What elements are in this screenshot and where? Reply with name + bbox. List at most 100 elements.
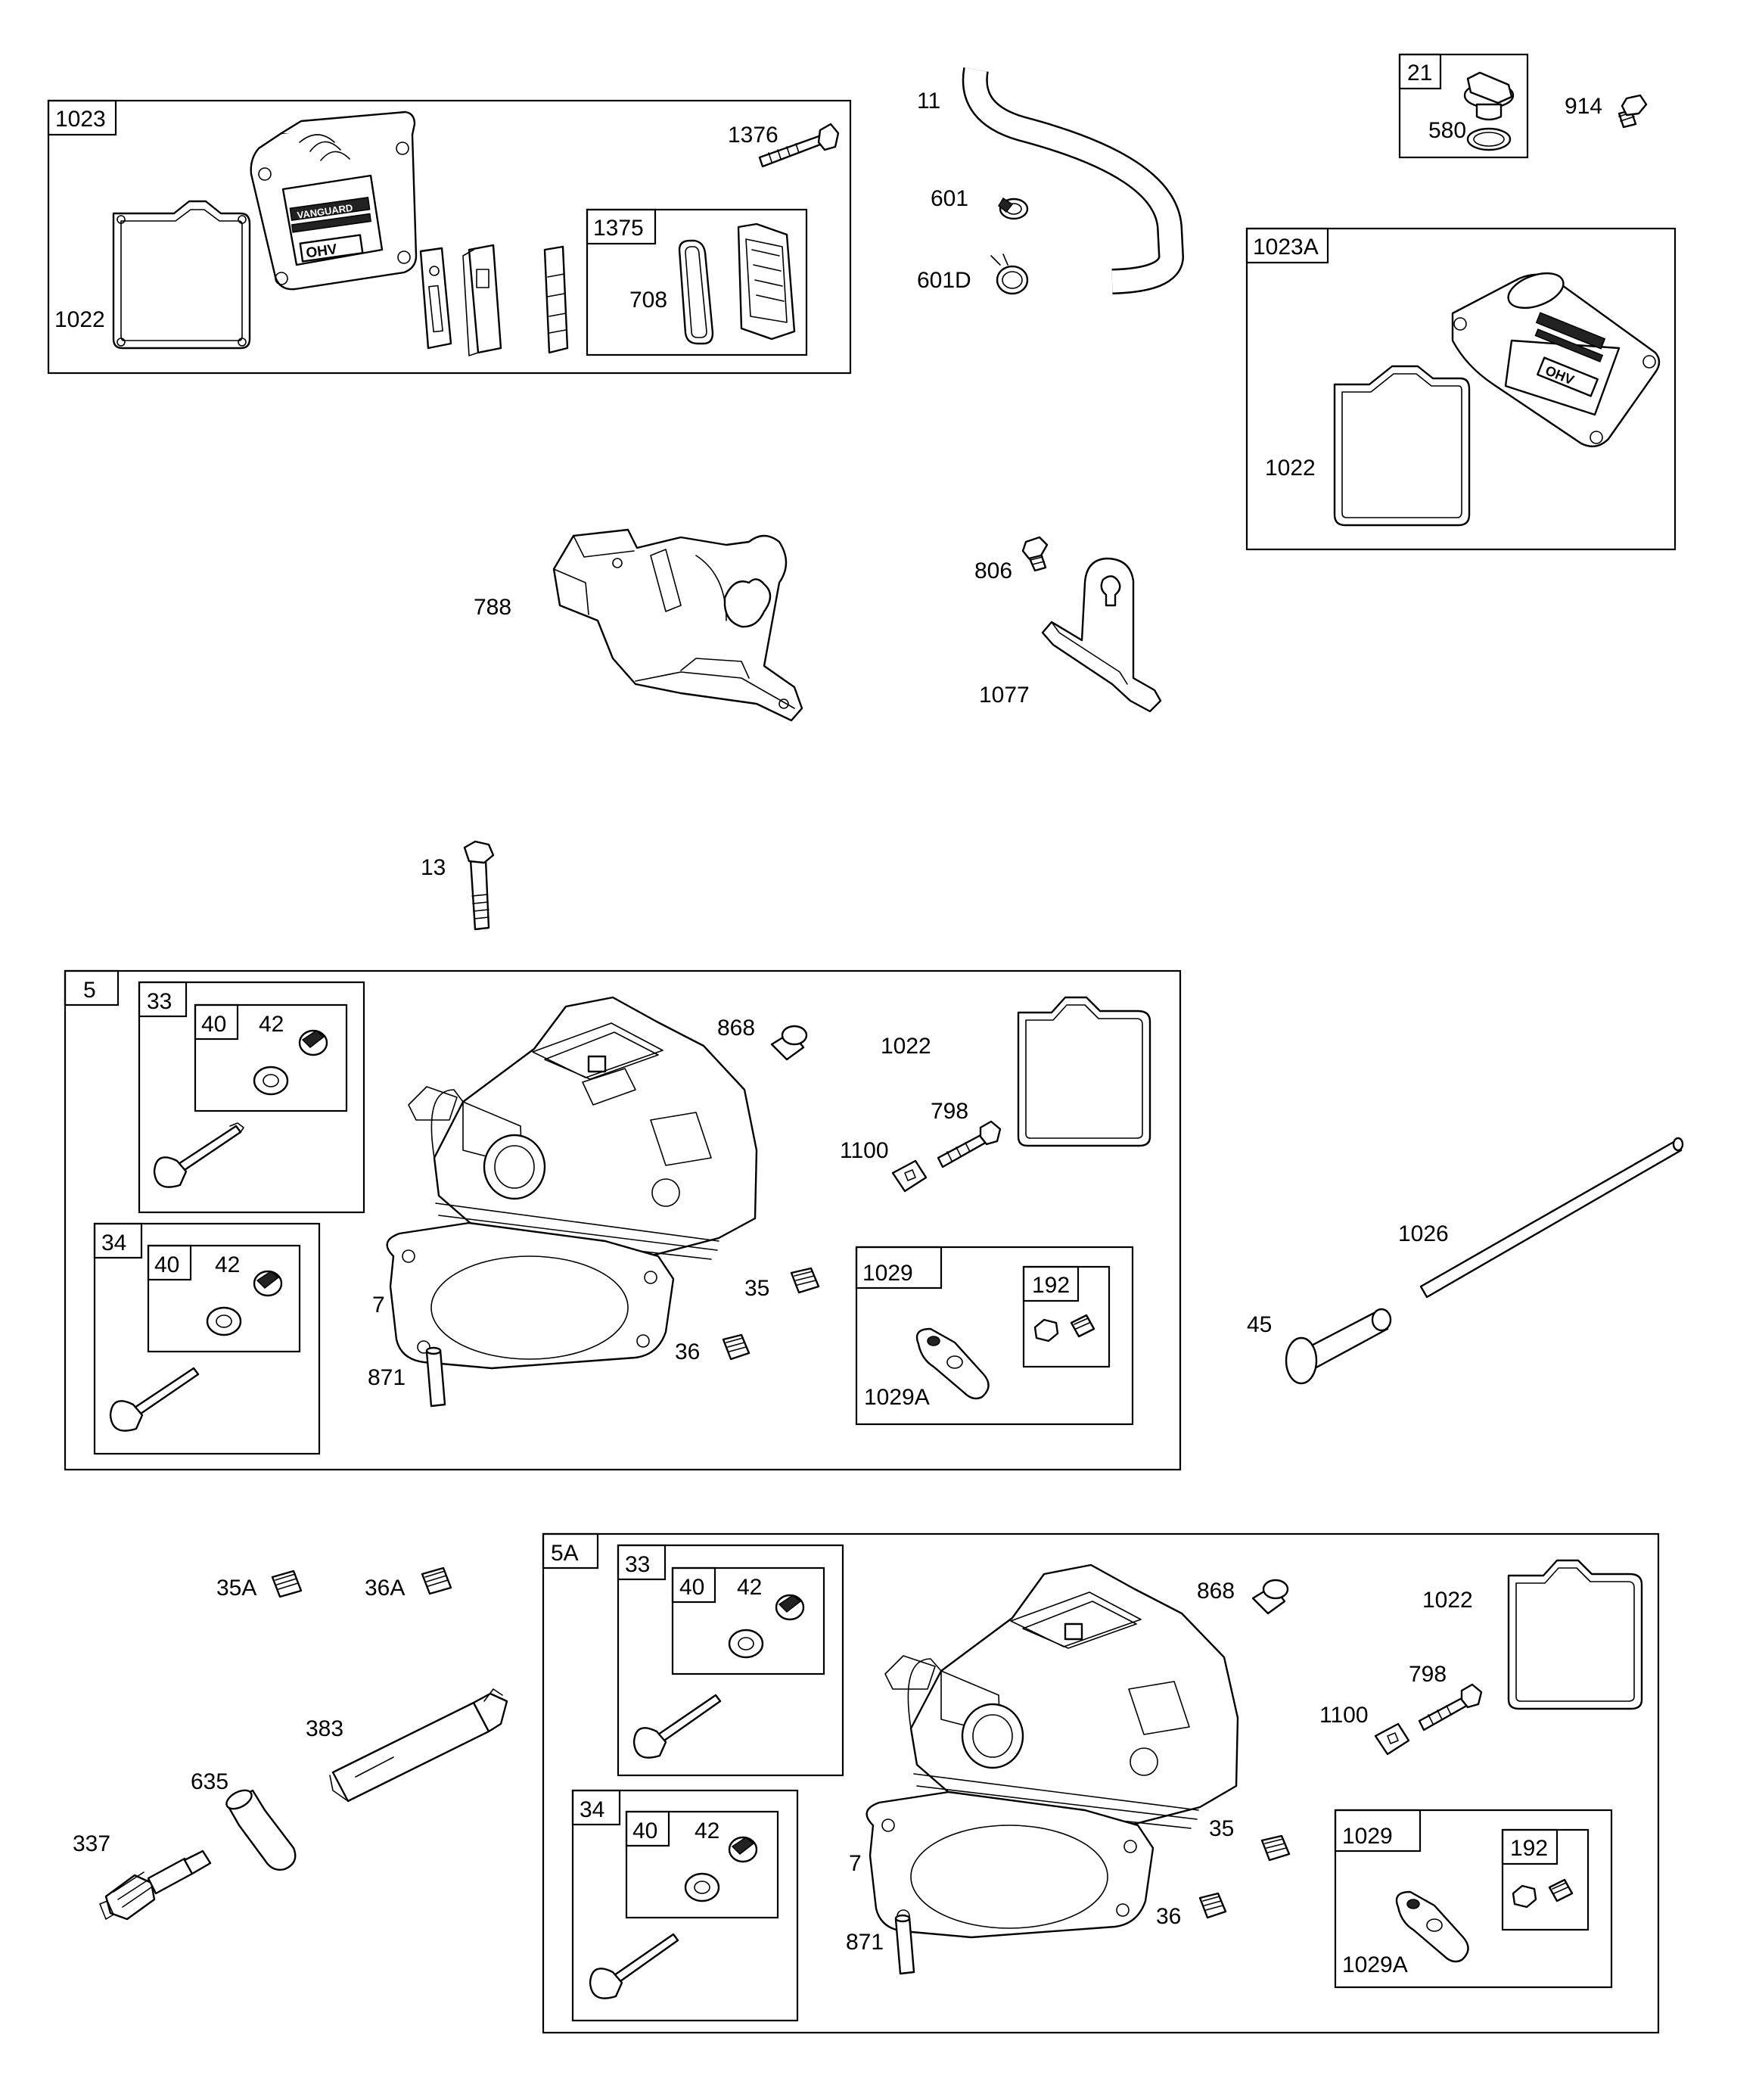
group-34-frame (93, 1222, 321, 1455)
bolt-1376[interactable] (758, 123, 840, 168)
valve-spring-retainer-d[interactable] (728, 1836, 758, 1863)
callout-42-c: 42 (737, 1575, 762, 1600)
group-34-b-tag (571, 1789, 621, 1826)
rocker-stud-35-b[interactable] (1260, 1834, 1291, 1862)
oil-fill-cap[interactable] (1463, 71, 1515, 121)
group-1375-frame (586, 208, 808, 356)
callout-868-b: 868 (1197, 1579, 1235, 1604)
valve-cover-gasket-b[interactable] (1333, 365, 1471, 527)
valve-cover-gasket-d[interactable] (1507, 1559, 1643, 1710)
group-21: 21 580 (1398, 53, 1529, 159)
group-5-label: 5 (83, 978, 96, 1003)
callout-635: 635 (191, 1769, 228, 1794)
rocker-arm-1029a-b[interactable] (1395, 1890, 1469, 1963)
tappet-45[interactable] (1285, 1308, 1392, 1385)
push-rod-guide-36-b[interactable] (1198, 1892, 1227, 1919)
group-33-tag (138, 981, 188, 1018)
valve-spring-retainer-b[interactable] (253, 1270, 283, 1297)
breather-hose[interactable] (962, 67, 1185, 294)
valve-seal-d[interactable] (684, 1872, 720, 1902)
exhaust-valve-b[interactable] (632, 1694, 722, 1759)
bolt-798-b[interactable] (1418, 1683, 1483, 1731)
group-5-tag (64, 969, 120, 1006)
valve-seal-c[interactable] (728, 1629, 764, 1659)
rocker-pivot-b[interactable] (1548, 1878, 1574, 1902)
valve-spring-retainer[interactable] (298, 1029, 328, 1056)
group-40-c-frame (671, 1566, 825, 1675)
group-40-b-frame (147, 1244, 301, 1353)
seal-708[interactable] (678, 239, 714, 345)
exhaust-valve[interactable] (153, 1122, 244, 1188)
group-21-tag (1398, 53, 1442, 90)
callout-871: 871 (368, 1365, 406, 1390)
callout-1026: 1026 (1398, 1221, 1449, 1246)
dowel-pin-871-b[interactable] (894, 1914, 915, 1975)
group-33-b-frame (617, 1544, 844, 1777)
callout-914: 914 (1565, 94, 1602, 119)
breather-cover[interactable] (737, 222, 796, 341)
intake-valve-b[interactable] (589, 1933, 679, 1999)
bolt-914[interactable] (1618, 94, 1648, 129)
valve-cover[interactable]: VANGUARD OHV (250, 110, 418, 291)
callout-36-b: 36 (1156, 1904, 1181, 1929)
valve-spring-retainer-c[interactable] (775, 1594, 805, 1621)
rocker-pivot[interactable] (1070, 1314, 1095, 1338)
push-rod-guide-36[interactable] (722, 1333, 751, 1361)
callout-1100: 1100 (840, 1138, 889, 1163)
breather-baffle[interactable] (462, 244, 502, 356)
group-5a-frame (542, 1532, 1660, 2034)
callout-1022-b: 1022 (1265, 456, 1316, 481)
group-1023: 1023 1022 VANGUARD OHV (47, 99, 852, 375)
dowel-pin-871[interactable] (425, 1346, 446, 1408)
group-192-b-tag (1501, 1828, 1559, 1865)
group-34-tag (93, 1222, 143, 1259)
group-40-tag (194, 1003, 239, 1041)
push-rod-guide-36a[interactable] (421, 1566, 452, 1595)
ignition-armature-383[interactable] (329, 1688, 508, 1803)
callout-1376: 1376 (728, 123, 778, 148)
valve-cover-gasket[interactable] (112, 200, 251, 350)
cylinder-head[interactable] (408, 996, 758, 1265)
nut-1100-b[interactable] (1374, 1722, 1410, 1756)
rocker-stud-35[interactable] (790, 1267, 820, 1294)
valve-cover-b[interactable]: OHV (1451, 266, 1661, 448)
push-rod-1026[interactable] (1419, 1137, 1684, 1299)
valve-seal[interactable] (253, 1066, 289, 1096)
head-gasket-b[interactable] (866, 1790, 1155, 1939)
head-gasket[interactable] (386, 1221, 675, 1370)
head-bolt-13[interactable] (463, 840, 495, 931)
spark-plug-337[interactable] (99, 1850, 212, 1921)
callout-36a: 36A (365, 1576, 405, 1601)
group-40-d-frame (625, 1810, 779, 1919)
cylinder-head-b[interactable] (884, 1563, 1239, 1834)
nut-1100[interactable] (891, 1159, 928, 1193)
intake-valve[interactable] (109, 1367, 200, 1432)
air-guide-788[interactable] (552, 528, 803, 722)
rocker-nut-b[interactable] (1512, 1884, 1537, 1909)
breather-reed[interactable] (543, 245, 569, 354)
valve-cover-gasket-c[interactable] (1017, 996, 1151, 1147)
callout-337: 337 (73, 1831, 110, 1856)
hose-clamp-601d[interactable] (990, 254, 1029, 295)
callout-36: 36 (675, 1339, 700, 1364)
callout-11: 11 (917, 89, 940, 114)
spark-plug-boot-635[interactable] (223, 1787, 297, 1871)
rocker-arm-1029a[interactable] (915, 1327, 990, 1400)
valve-seal-b[interactable] (206, 1306, 242, 1336)
callout-35-b: 35 (1209, 1816, 1234, 1841)
group-1029-b-frame (1334, 1809, 1613, 1989)
group-1023-label: 1023 (55, 107, 106, 132)
plug-868[interactable] (770, 1025, 808, 1061)
bracket-1077[interactable] (1041, 557, 1162, 713)
group-1029-b-tag (1334, 1809, 1422, 1853)
callout-13: 13 (421, 855, 446, 880)
bolt-798[interactable] (937, 1120, 1002, 1168)
callout-798-b: 798 (1409, 1662, 1447, 1687)
hose-clamp-601[interactable] (998, 197, 1029, 220)
bolt-806[interactable] (1021, 536, 1049, 572)
rocker-nut[interactable] (1033, 1318, 1059, 1342)
breather-plate[interactable] (419, 247, 452, 350)
rocker-stud-35a[interactable] (271, 1570, 303, 1598)
plug-868-b[interactable] (1251, 1579, 1289, 1615)
